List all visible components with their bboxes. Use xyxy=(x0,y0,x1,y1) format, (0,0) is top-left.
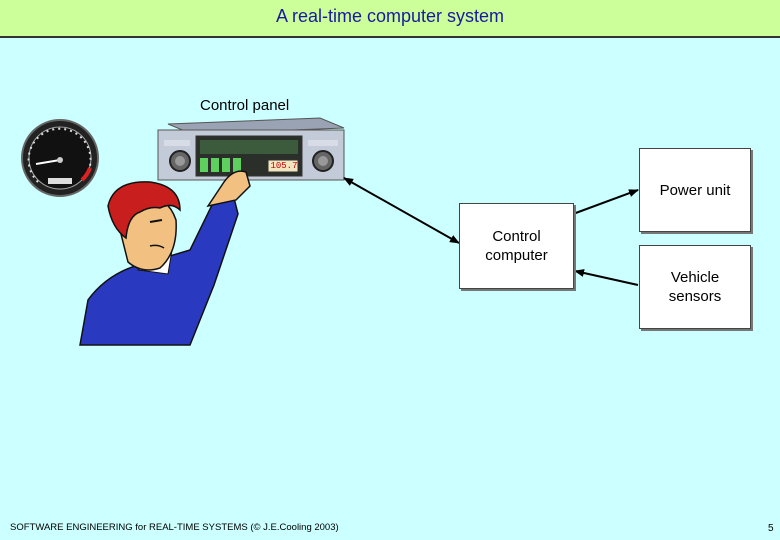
page-number: 5 xyxy=(768,523,774,534)
control-panel-device-icon xyxy=(157,117,345,181)
arrow-panel-computer xyxy=(343,177,460,244)
title-bar xyxy=(0,0,780,38)
control-panel-label: Control panel xyxy=(200,97,290,114)
control-computer-box: Control computer xyxy=(459,203,574,289)
speedometer-icon xyxy=(21,119,99,197)
slide-title: A real-time computer system xyxy=(275,6,505,26)
arrow-computer-power xyxy=(572,189,639,215)
person-icon xyxy=(79,170,251,346)
vehicle-sensors-box: Vehicle sensors xyxy=(639,245,751,329)
footer-text: SOFTWARE ENGINEERING for REAL-TIME SYSTE… xyxy=(10,522,339,533)
arrow-sensors-computer xyxy=(574,269,639,286)
power-unit-box: Power unit xyxy=(639,148,751,232)
display-reading: 105.7 xyxy=(270,161,298,171)
